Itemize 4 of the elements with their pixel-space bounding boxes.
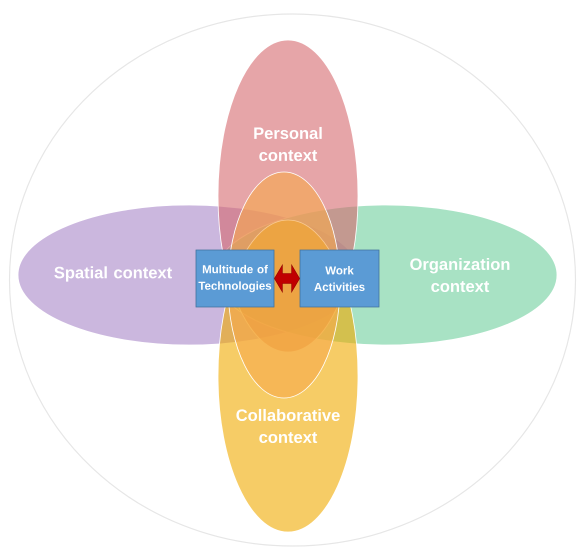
text-box: Work Activities <box>300 250 380 308</box>
text-box: Multitude of Technologies <box>196 250 274 308</box>
double-arrow <box>274 264 300 294</box>
ellipse <box>8 13 576 547</box>
